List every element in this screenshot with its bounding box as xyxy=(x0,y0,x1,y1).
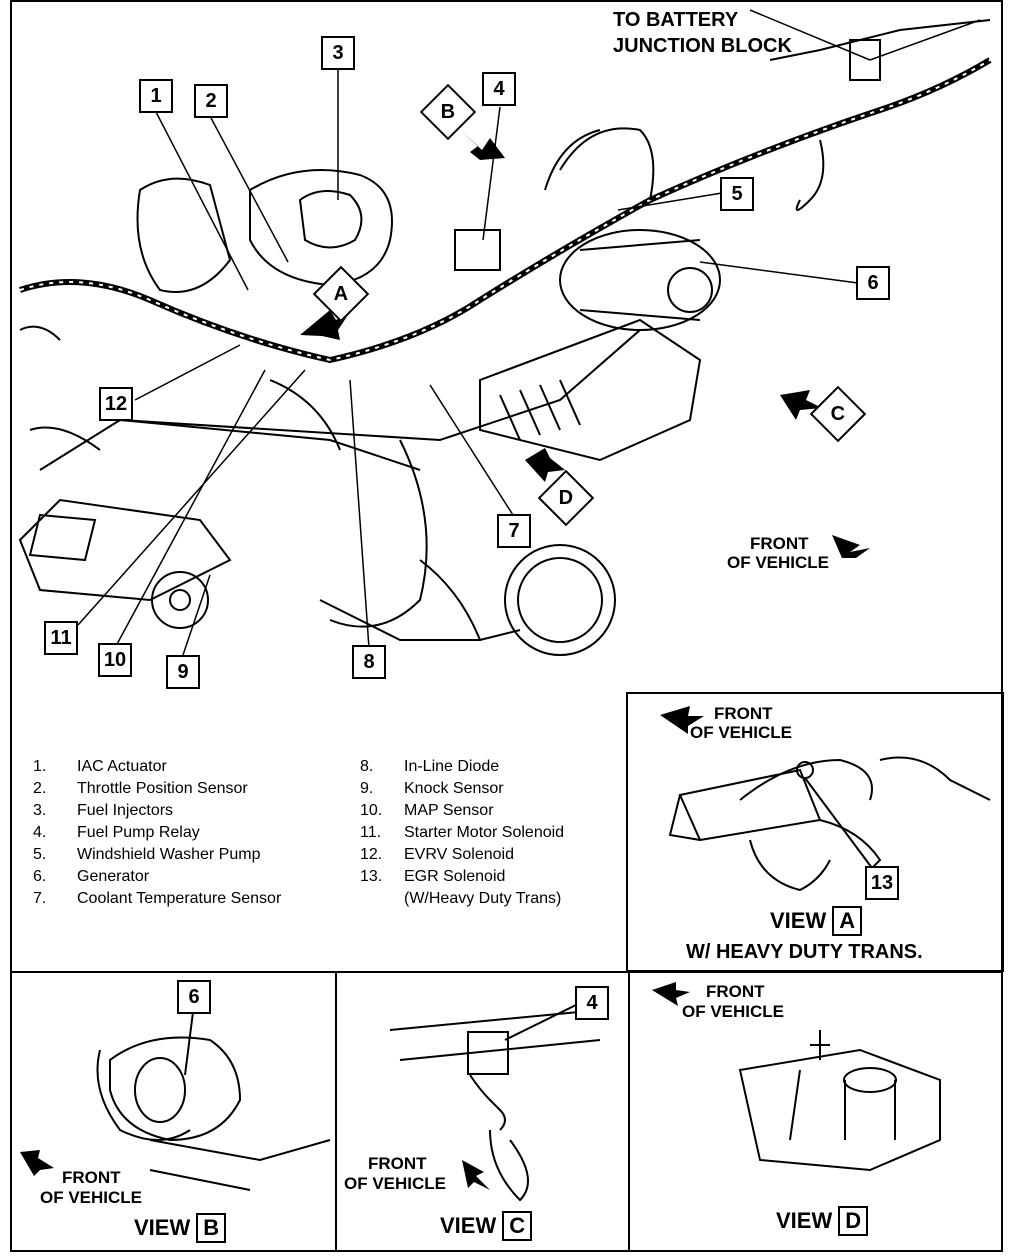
callout-10: 10 xyxy=(98,643,132,677)
view-a-sketch xyxy=(668,756,991,892)
view-b-front-line1: FRONT xyxy=(62,1168,121,1187)
leader-lines xyxy=(77,9,981,656)
view-d-front-line1: FRONT xyxy=(706,982,765,1001)
callout-6: 6 xyxy=(856,266,890,300)
view-d-sketch xyxy=(738,1030,941,1172)
callout-9: 9 xyxy=(166,655,200,689)
callout-13: 13 xyxy=(865,866,899,900)
diagram-frame xyxy=(10,0,1003,1252)
legend-item: 7.Coolant Temperature Sensor xyxy=(33,890,282,907)
view-a-front-line2: OF VEHICLE xyxy=(690,723,793,742)
legend-left: 1.IAC Actuator 2.Throttle Position Senso… xyxy=(33,756,281,910)
callout-1: 1 xyxy=(139,79,173,113)
legend-item: 13.EGR Solenoid xyxy=(360,868,506,885)
legend-item: 11.Starter Motor Solenoid xyxy=(360,824,565,841)
legend-item: 2.Throttle Position Sensor xyxy=(33,780,248,797)
callout-11: 11 xyxy=(44,621,78,655)
view-b-callout-6: 6 xyxy=(177,980,211,1014)
legend-item: 12.EVRV Solenoid xyxy=(360,846,514,863)
callout-4: 4 xyxy=(482,72,516,106)
engine-sketch xyxy=(18,19,992,656)
legend-item: 1.IAC Actuator xyxy=(33,758,167,775)
legend-item: 5.Windshield Washer Pump xyxy=(33,846,261,863)
view-c-sketch xyxy=(389,1003,601,1202)
callout-2: 2 xyxy=(194,84,228,118)
legend-item: 9.Knock Sensor xyxy=(360,780,504,797)
callout-12: 12 xyxy=(99,387,133,421)
legend-item: (W/Heavy Duty Trans) xyxy=(404,890,562,907)
view-a-caption: W/ HEAVY DUTY TRANS. xyxy=(686,941,923,963)
battery-label-line1: TO BATTERY xyxy=(613,9,739,31)
legend-item: 3.Fuel Injectors xyxy=(33,802,174,819)
callout-5: 5 xyxy=(720,177,754,211)
legend-item: 8.In-Line Diode xyxy=(360,758,500,775)
view-c-front-line2: OF VEHICLE xyxy=(344,1174,447,1193)
view-c-front-line1: FRONT xyxy=(368,1154,427,1173)
direction-arrows xyxy=(20,130,870,1190)
view-b-front-line2: OF VEHICLE xyxy=(40,1188,143,1207)
view-b-arrow xyxy=(460,130,505,160)
view-c-callout-4: 4 xyxy=(575,986,609,1020)
legend-item: 4.Fuel Pump Relay xyxy=(33,824,200,841)
view-b-sketch xyxy=(96,1011,331,1191)
view-a-front-line1: FRONT xyxy=(714,704,773,723)
view-d-front-line2: OF VEHICLE xyxy=(682,1002,785,1021)
legend-right: 8.In-Line Diode 9.Knock Sensor 10.MAP Se… xyxy=(360,756,564,910)
front-label-line1: FRONT xyxy=(750,534,809,553)
front-label-line2: OF VEHICLE xyxy=(727,553,830,572)
legend-item: 10.MAP Sensor xyxy=(360,802,494,819)
callout-8: 8 xyxy=(352,645,386,679)
legend-item: 6.Generator xyxy=(33,868,150,885)
callout-3: 3 xyxy=(321,36,355,70)
battery-label-line2: JUNCTION BLOCK xyxy=(613,35,792,57)
callout-7: 7 xyxy=(497,514,531,548)
